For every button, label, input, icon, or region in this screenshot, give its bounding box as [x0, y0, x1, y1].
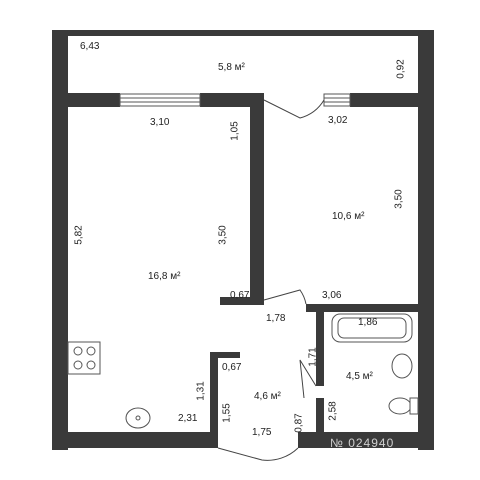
doors	[217, 99, 325, 461]
bedroom-bottom-label: 3,06	[322, 290, 342, 301]
stove-burner-4	[86, 360, 96, 370]
window-living	[119, 93, 201, 107]
stove-burner-3	[73, 360, 83, 370]
door-balcony	[263, 99, 325, 119]
toilet-tank	[409, 397, 419, 415]
door-bathroom	[299, 359, 317, 399]
fixtures	[67, 313, 419, 429]
watermark: № 024940	[330, 436, 395, 450]
hall-door-label: 0,87	[293, 413, 305, 433]
hall-area-label: 4,6 м²	[254, 391, 281, 402]
living-area-label: 16,8 м²	[148, 271, 181, 282]
stove-burner-1	[73, 346, 83, 356]
living-wall-a-label: 1,05	[229, 121, 241, 141]
balcony-wall-b	[200, 93, 264, 107]
hall-wall-top	[210, 352, 240, 358]
partition-living-bedroom	[250, 93, 264, 305]
bathroom-wall-lower	[316, 398, 324, 448]
living-stub-label: 0,67	[230, 290, 250, 301]
windows	[119, 93, 351, 107]
living-bottom-label: 2,31	[178, 413, 198, 424]
balcony-depth-label: 0,92	[395, 59, 407, 79]
outer-wall-bottom-left	[52, 432, 212, 448]
bedroom-top-label: 3,02	[328, 115, 348, 126]
balcony-width-label: 6,43	[80, 41, 100, 52]
window-bedroom	[323, 93, 351, 107]
outer-wall-top	[52, 30, 434, 36]
hall-bottom-label: 1,75	[252, 427, 272, 438]
balcony-wall-a	[52, 93, 120, 107]
hall-stub-label: 0,67	[222, 362, 242, 373]
bathroom-wall-upper	[316, 304, 324, 386]
bathroom-area-label: 4,5 м²	[346, 371, 373, 382]
stove-burner-2	[86, 346, 96, 356]
bedroom-area-label: 10,6 м²	[332, 211, 365, 222]
door-bedroom	[263, 289, 307, 305]
living-side-label: 1,31	[195, 381, 207, 401]
outer-wall-left	[52, 30, 68, 450]
bathtub-inner	[337, 317, 407, 339]
toilet	[388, 397, 412, 415]
balcony-wall-c	[350, 93, 434, 107]
living-top-label: 3,10	[150, 117, 170, 128]
hall-side-right-label: 1,71	[307, 347, 319, 367]
living-wall-b-label: 3,50	[217, 225, 229, 245]
living-stub-wall	[220, 297, 258, 305]
kitchen-sink-drain	[135, 415, 141, 421]
outer-wall-bottom-right	[298, 432, 434, 448]
bathroom-washbasin	[391, 353, 413, 379]
living-length-label: 5,82	[73, 225, 85, 245]
walls	[52, 30, 434, 450]
stove	[67, 341, 101, 375]
bedroom-bottom-wall	[306, 304, 434, 312]
bathroom-side-label: 2,58	[327, 401, 339, 421]
balcony-area-label: 5,8 м²	[218, 62, 245, 73]
hall-top-label: 1,78	[266, 313, 286, 324]
bedroom-side-label: 3,50	[393, 189, 405, 209]
door-entrance	[217, 447, 299, 461]
hall-wall-left	[210, 352, 218, 448]
bathtub-label: 1,86	[358, 317, 378, 328]
hall-side-left-label: 1,55	[221, 403, 233, 423]
outer-wall-right	[418, 30, 434, 450]
